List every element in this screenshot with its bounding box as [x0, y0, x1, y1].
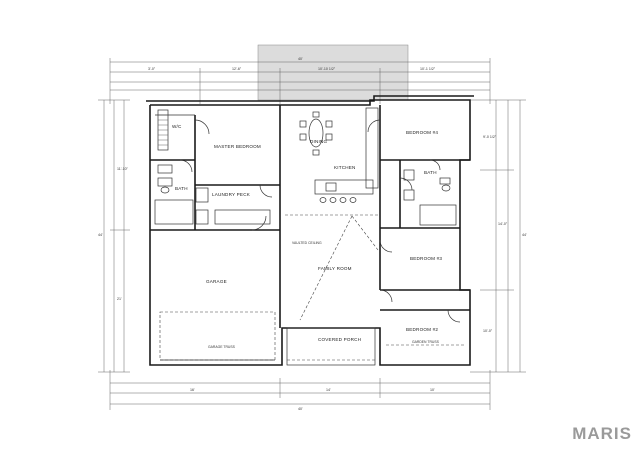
room-label-bath-left: BATH: [175, 186, 188, 191]
dim-overall-top: 40': [298, 57, 303, 61]
dim-left-depth: 44': [98, 233, 103, 237]
vaulted-ceiling-note: VAULTED CEILING: [292, 241, 322, 245]
bottom-dimension-lines: [109, 370, 491, 410]
room-label-bedroom-2: BEDROOM #2: [406, 327, 438, 332]
room-label-laundry: LAUNDRY PECK: [212, 192, 251, 197]
roof-hatch-area: [257, 44, 409, 101]
room-label-family-room: FAMILY ROOM: [318, 266, 352, 271]
top-dimension-lines: [109, 58, 491, 104]
left-dimension-lines: [98, 99, 130, 373]
dim-right-c: 10'-0": [483, 329, 493, 333]
room-label-master-bedroom: MASTER BEDROOM: [214, 144, 261, 149]
watermark-logo: MARIS: [572, 424, 632, 443]
dim-bot-a: 16': [190, 388, 195, 392]
kitchen-cabinets: [314, 107, 379, 203]
dim-top-b: 12'-6": [232, 67, 242, 71]
dim-overall-bottom: 40': [298, 407, 303, 411]
garage-door: [159, 311, 276, 361]
room-label-bedroom-3: BEDROOM #3: [410, 256, 442, 261]
dim-top-d: 10'-1 1/2": [420, 67, 436, 71]
door-swings: [179, 119, 461, 323]
interior-walls: [150, 105, 470, 328]
room-label-dining: DINING: [310, 139, 328, 144]
dining-table: [299, 111, 333, 156]
vaulted-ceiling-lines: [285, 214, 379, 321]
dim-right-b: 14'-0": [498, 222, 508, 226]
bath-fixtures-right: [403, 169, 457, 226]
dim-bot-c: 10': [430, 388, 435, 392]
room-label-wic: W/C: [172, 124, 182, 129]
bedroom-2-truss-note: GARDEN TRUSS: [412, 340, 440, 344]
dim-top-a: 3'-0": [148, 67, 156, 71]
right-dimension-lines: [470, 99, 526, 373]
dim-right-a: 9'-0 1/2": [483, 135, 497, 139]
dim-right-depth: 44': [522, 233, 527, 237]
dim-bot-b: 14': [326, 388, 331, 392]
dim-left-a: 11'-10": [117, 167, 129, 171]
closet-shelving: [157, 109, 169, 151]
dim-top-c: 10'-10 1/2": [318, 67, 336, 71]
room-label-covered-porch: COVERED PORCH: [318, 337, 361, 342]
room-label-garage: GARAGE: [206, 279, 227, 284]
covered-porch-outline: [286, 327, 376, 366]
room-label-bath-right: BATH: [424, 170, 437, 175]
bath-fixtures-left: [154, 164, 271, 225]
dim-left-b: 21': [117, 297, 122, 301]
garage-truss-note: GARAGE TRUSS: [208, 345, 236, 349]
room-label-kitchen: KITCHEN: [334, 165, 356, 170]
room-label-bedroom-4: BEDROOM #4: [406, 130, 438, 135]
